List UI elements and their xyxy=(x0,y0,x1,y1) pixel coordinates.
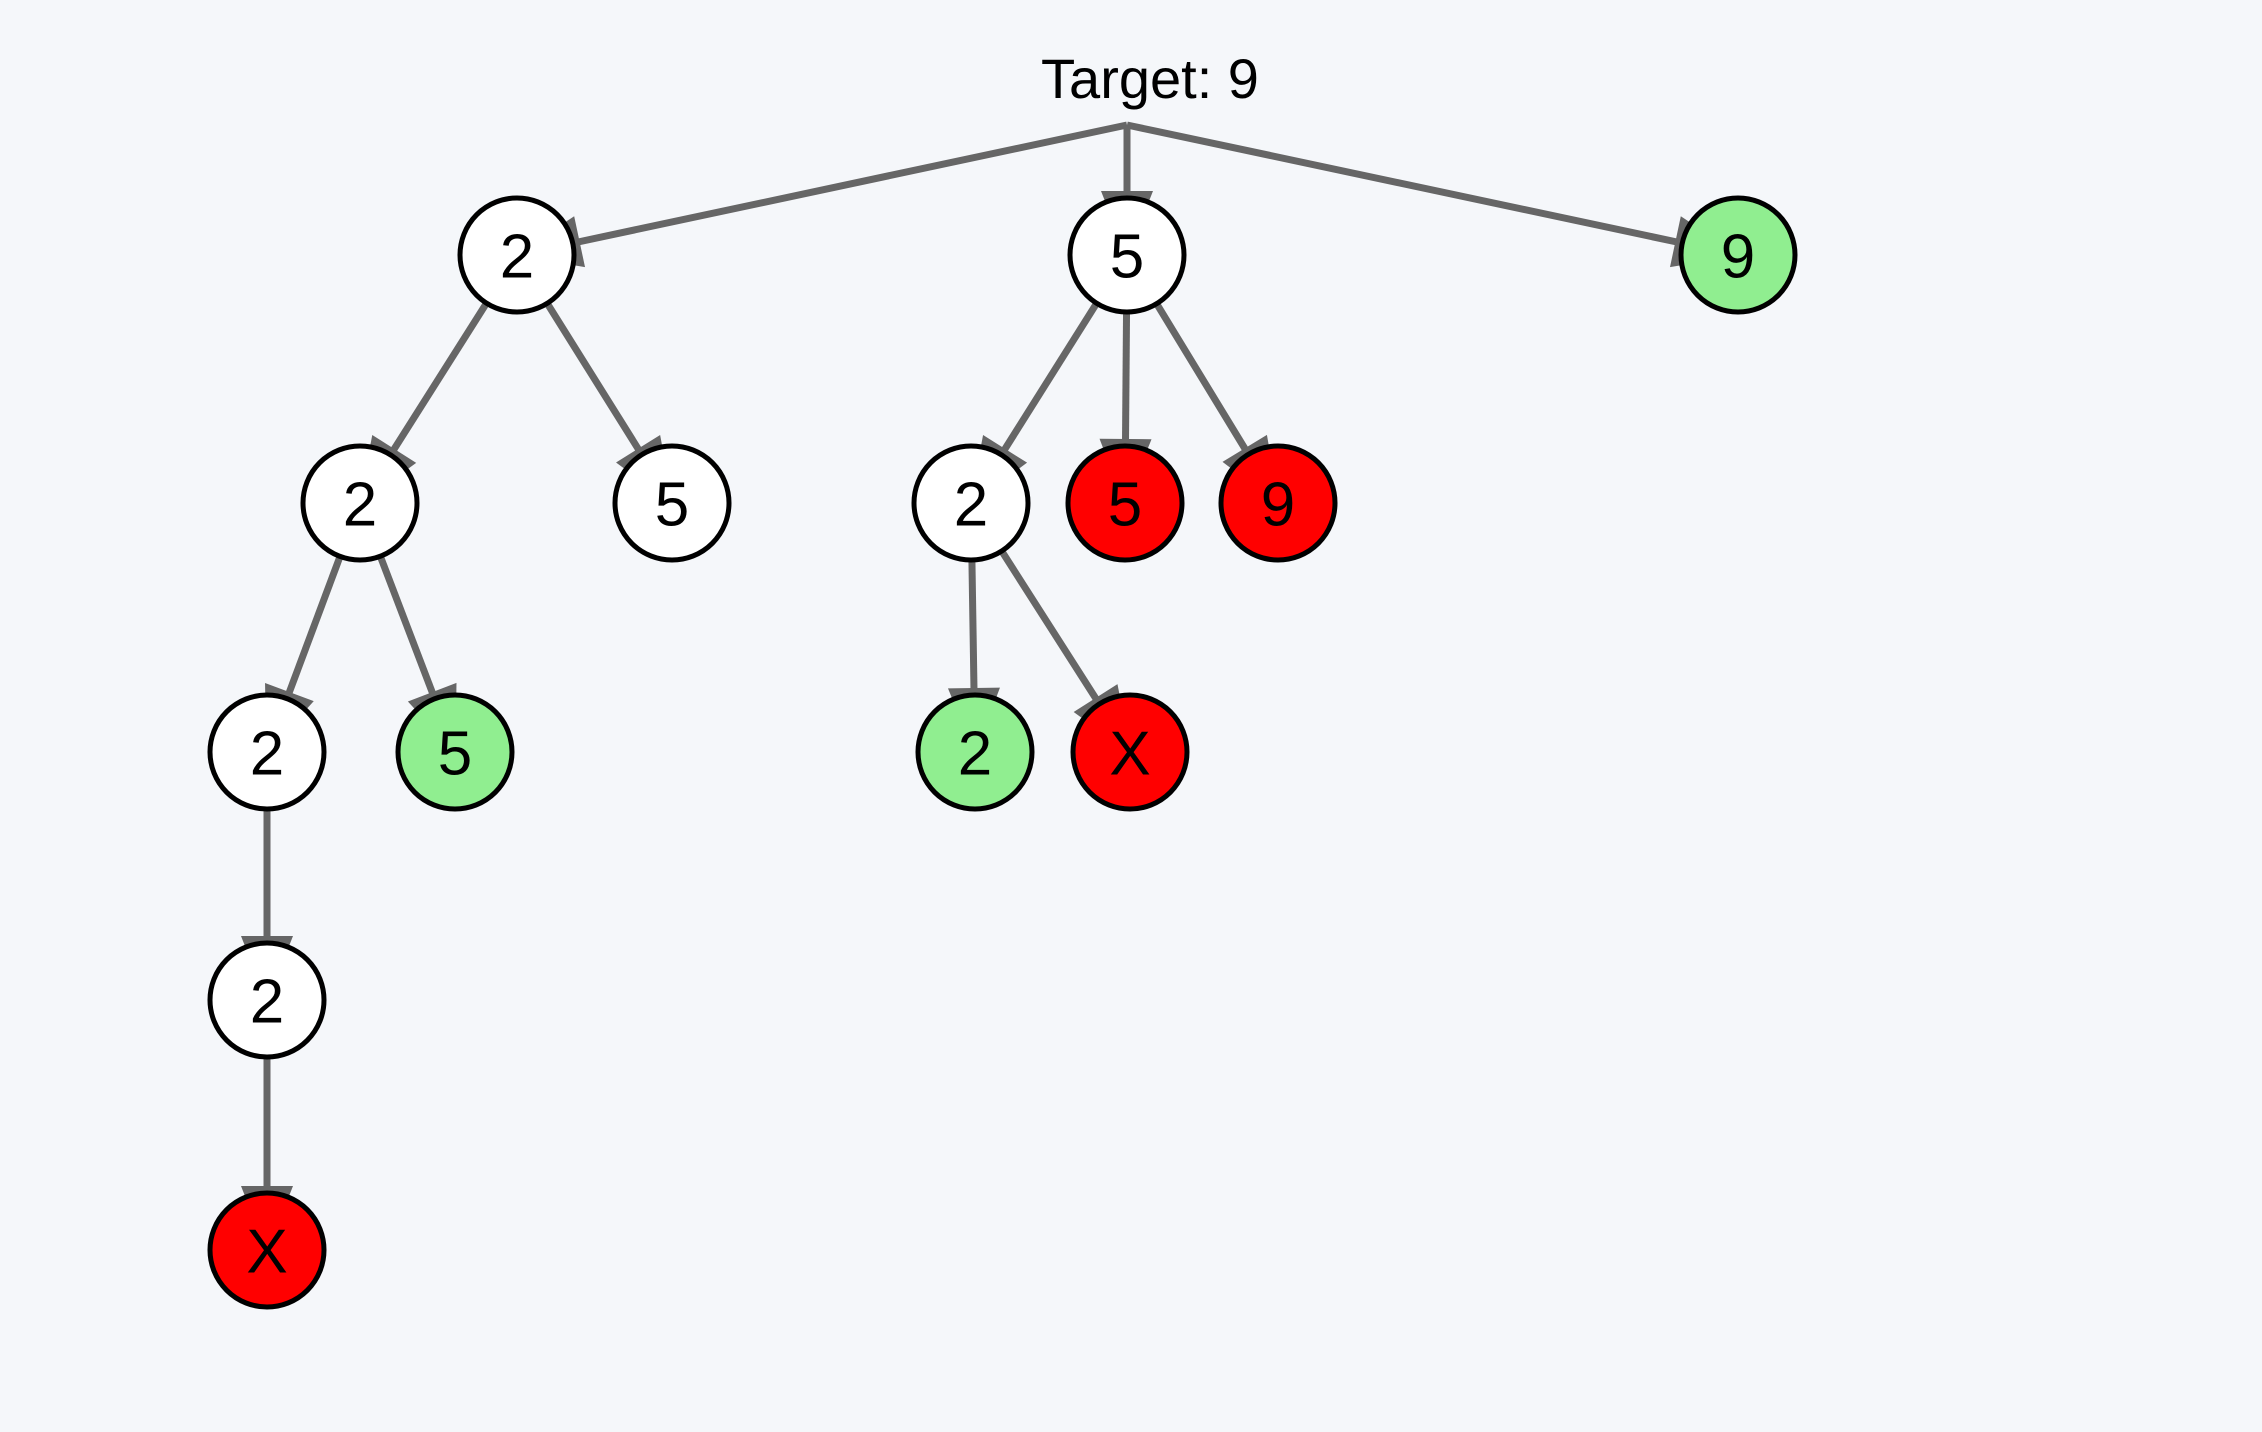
tree-node-n-l1aaa[interactable]: X xyxy=(207,1190,327,1310)
tree-node-n-m1[interactable]: 2 xyxy=(911,443,1031,563)
tree-edge xyxy=(1153,301,1253,459)
tree-node-label: X xyxy=(246,1218,287,1287)
tree-node-n-m3[interactable]: 9 xyxy=(1218,443,1338,563)
edges-layer xyxy=(241,121,1740,1252)
page-title: Target: 9 xyxy=(1041,47,1259,110)
tree-edge xyxy=(385,301,490,460)
tree-node-circle[interactable] xyxy=(395,692,515,812)
tree-node-n-l2[interactable]: 5 xyxy=(612,443,732,563)
tree-node-label: 5 xyxy=(655,471,689,540)
tree-node-label: 2 xyxy=(500,223,534,292)
tree-node-circle[interactable] xyxy=(207,692,327,812)
tree-edge xyxy=(282,555,344,703)
tree-node-n-l[interactable]: 2 xyxy=(457,195,577,315)
tree-node-circle[interactable] xyxy=(1065,443,1185,563)
tree-node-n-m1b[interactable]: X xyxy=(1070,692,1190,812)
tree-node-label: 2 xyxy=(343,471,377,540)
tree-node-n-l1a[interactable]: 2 xyxy=(207,692,327,812)
tree-node-label: 2 xyxy=(250,720,284,789)
tree-node-label: 5 xyxy=(438,720,472,789)
tree-node-circle[interactable] xyxy=(300,443,420,563)
tree-node-label: 9 xyxy=(1721,223,1755,292)
tree-node-circle[interactable] xyxy=(457,195,577,315)
tree-node-n-m2[interactable]: 5 xyxy=(1065,443,1185,563)
tree-node-label: 5 xyxy=(1110,223,1144,292)
tree-node-label: 2 xyxy=(250,968,284,1037)
tree-node-circle[interactable] xyxy=(207,1190,327,1310)
tree-node-circle[interactable] xyxy=(207,940,327,1060)
tree-edge xyxy=(1126,121,1686,248)
tree-node-circle[interactable] xyxy=(911,443,1031,563)
tree-node-n-l1[interactable]: 2 xyxy=(300,443,420,563)
tree-node-circle[interactable] xyxy=(915,692,1035,812)
tree-edge xyxy=(569,121,1128,248)
tree-node-circle[interactable] xyxy=(1070,692,1190,812)
tree-node-circle[interactable] xyxy=(1218,443,1338,563)
tree-node-label: 2 xyxy=(954,471,988,540)
tree-node-label: 9 xyxy=(1261,471,1295,540)
tree-node-label: X xyxy=(1109,720,1150,789)
tree-node-n-l1b[interactable]: 5 xyxy=(395,692,515,812)
tree-node-n-r[interactable]: 9 xyxy=(1678,195,1798,315)
tree-edge xyxy=(968,559,978,699)
tree-node-circle[interactable] xyxy=(612,443,732,563)
tree-node-label: 5 xyxy=(1108,471,1142,540)
tree-node-n-m[interactable]: 5 xyxy=(1067,195,1187,315)
tree-edge xyxy=(377,555,440,703)
tree-edge xyxy=(996,301,1100,460)
tree-node-n-l1aa[interactable]: 2 xyxy=(207,940,327,1060)
tree-node-n-m1a[interactable]: 2 xyxy=(915,692,1035,812)
tree-edge xyxy=(1121,311,1131,450)
tree-edge xyxy=(544,301,647,460)
tree-edge xyxy=(998,549,1104,709)
tree-node-circle[interactable] xyxy=(1067,195,1187,315)
tree-node-circle[interactable] xyxy=(1678,195,1798,315)
tree-node-label: 2 xyxy=(958,720,992,789)
